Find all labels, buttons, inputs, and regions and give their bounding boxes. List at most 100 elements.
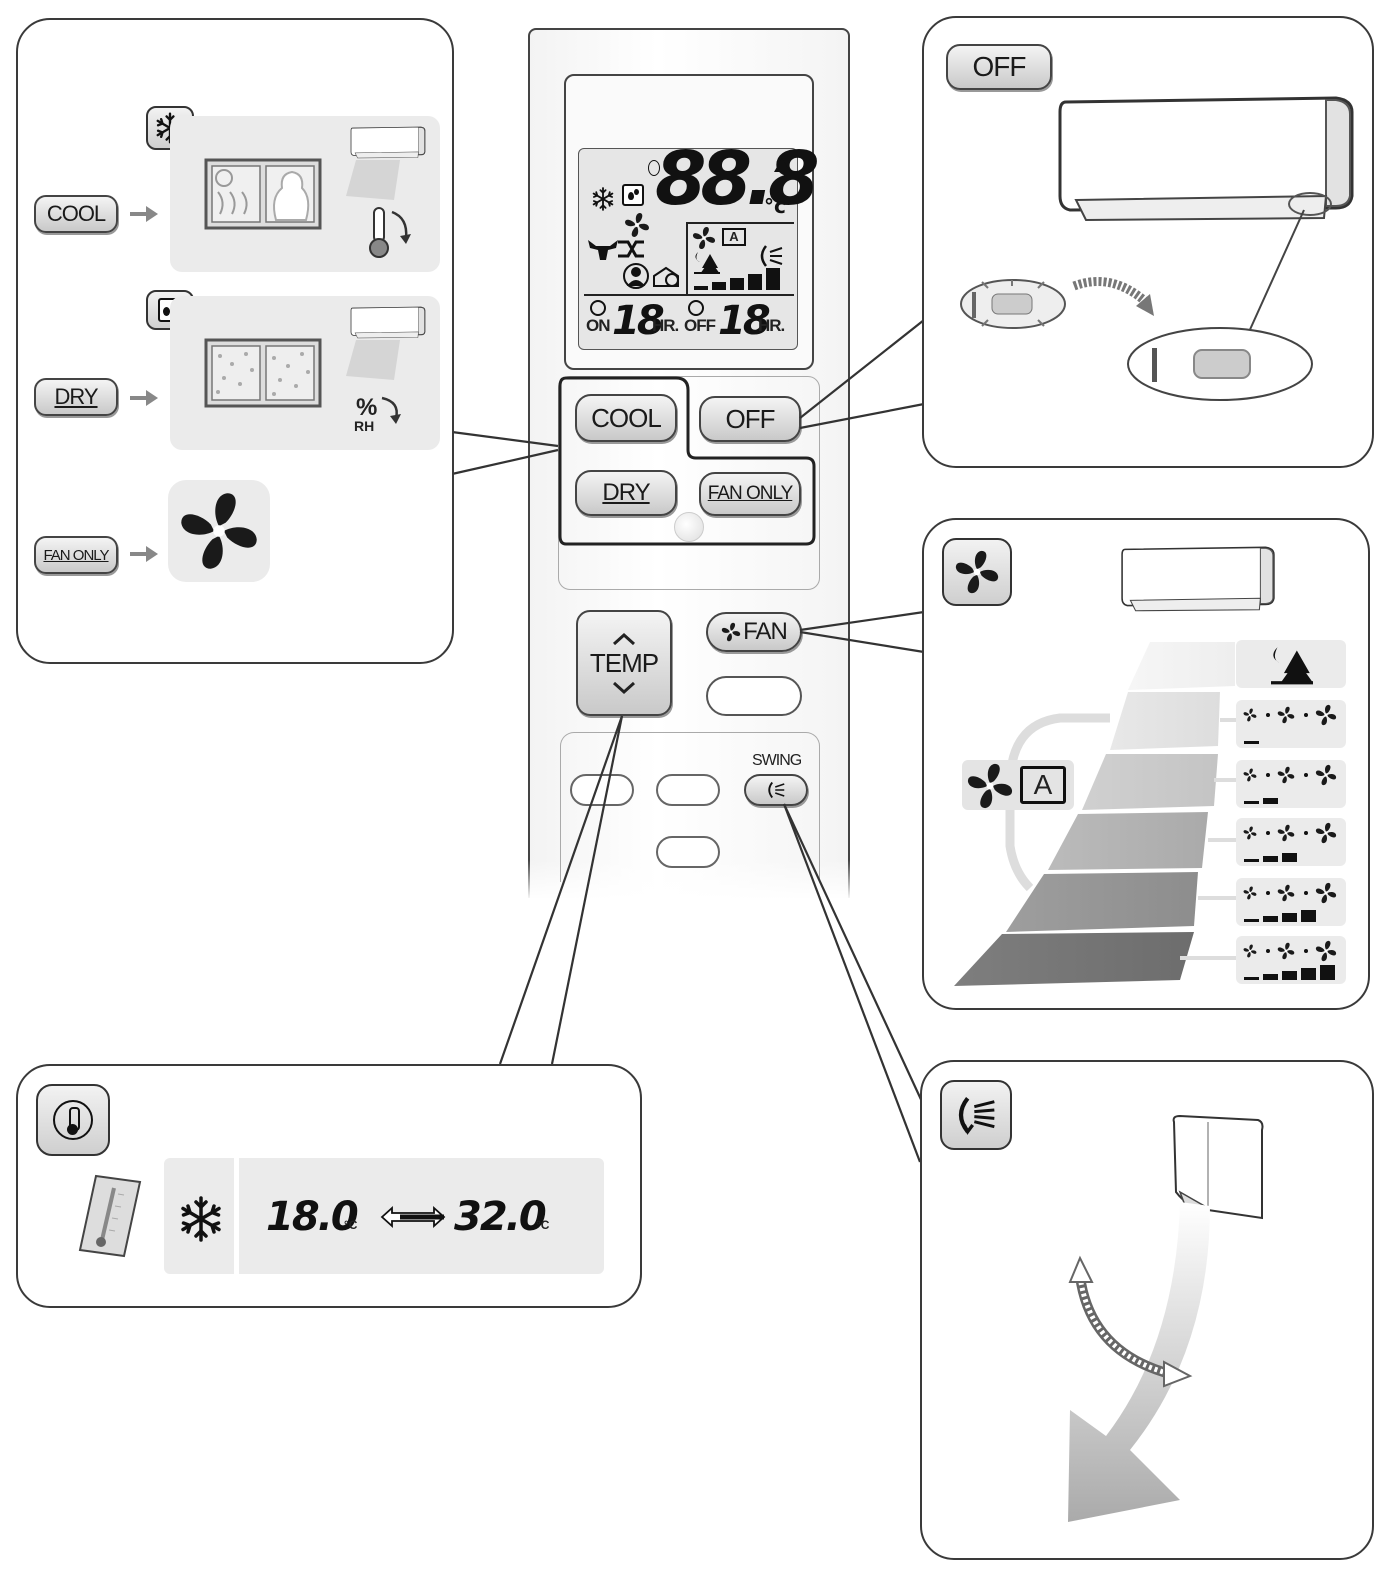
lcd-timer-off-label: OFF (684, 316, 716, 335)
remote-dry-button[interactable]: DRY (575, 470, 677, 516)
dry-humidity-down-arrow-icon (381, 396, 401, 424)
fan-speed-bar (1301, 968, 1316, 980)
cool-arrow-head (146, 206, 158, 222)
remote-cool-button[interactable]: COOL (575, 394, 677, 442)
remote-led-dot (674, 512, 704, 542)
fan-speed-bar (1282, 971, 1297, 980)
swing-airflow-arrow (1068, 1202, 1210, 1522)
lcd-house-icon (653, 266, 679, 287)
lcd-timer-on-clock-icon (590, 300, 606, 316)
fan-speed-badge-icon (942, 538, 1012, 606)
lcd-up-triangle-icon (774, 158, 790, 172)
off-lamp-off-icon (1127, 327, 1313, 401)
fan-speed-fan-icons (1243, 882, 1337, 904)
cool-arrow (130, 212, 148, 216)
fan-only-arrow-head (146, 546, 158, 562)
remote-swing-button[interactable] (744, 774, 808, 806)
remote-temp-button[interactable]: TEMP (576, 610, 672, 716)
fan-speed-bar (1301, 910, 1316, 922)
remote-blank-button-1[interactable] (706, 676, 802, 716)
swing-oscillation-arrow-icon (1068, 1255, 1193, 1388)
off-zoom-line (1247, 209, 1305, 335)
fan-speed-bands (954, 642, 1238, 986)
fan-speed-bar (1263, 974, 1278, 980)
lcd-timer-on-unit: HR. (652, 316, 679, 335)
lcd-powerful-icon (588, 240, 618, 260)
fan-speed-bar (1244, 741, 1259, 744)
lcd-quiet-icon (694, 252, 720, 274)
fan-speed-bar (1263, 798, 1278, 804)
lcd-timer-on-value: 18 (612, 298, 665, 344)
lcd-auto-box: A (722, 228, 746, 246)
lcd-timer-on-label: ON (586, 316, 610, 335)
lcd-thermometer-icon (648, 160, 660, 176)
lcd-timer-off-value: 18 (718, 298, 771, 344)
temp-snowflake-icon (181, 1196, 221, 1242)
remote-off-button[interactable]: OFF (699, 396, 801, 442)
temp-min-value: 18.0 (266, 1194, 359, 1240)
off-indicator-highlight (1288, 192, 1332, 216)
off-panel (922, 16, 1374, 468)
fan-ac-unit-illustration (1121, 546, 1275, 612)
lcd-timer-off-clock-icon (688, 300, 704, 316)
cool-mode-label: COOL (34, 195, 118, 233)
fan-speed-bar (1320, 965, 1335, 980)
remote-blank-button-3[interactable] (656, 774, 720, 806)
temp-down-chevron-icon[interactable] (611, 681, 637, 695)
fan-speed-fan-icons (1243, 822, 1337, 844)
fan-auto-letter: A (1020, 766, 1066, 804)
fan-speed-fan-icons (1243, 764, 1337, 786)
fan-speed-bar (1282, 913, 1297, 922)
lcd-person-icon (623, 263, 649, 289)
temp-range-arrow-icon (380, 1205, 446, 1229)
fan-speed-bar (1263, 856, 1278, 862)
fan-speed-bar (1244, 801, 1259, 804)
lcd-fan-speed-bars (694, 266, 784, 290)
lcd-temp-digits: 88.8 (655, 136, 820, 222)
dry-humidity-unit: RH (354, 418, 375, 434)
temp-up-chevron-icon[interactable] (611, 632, 637, 646)
remote-fan-only-button[interactable]: FAN ONLY (699, 472, 801, 516)
swing-button-icon (768, 781, 785, 799)
off-lamp-blinking-icon (960, 279, 1066, 329)
remote-blank-button-2[interactable] (570, 774, 634, 806)
off-transition-arrow (1072, 277, 1154, 316)
fan-speed-bar (1263, 916, 1278, 922)
dry-mode-label: DRY (34, 378, 118, 416)
lcd-screen (578, 148, 798, 350)
temp-divider (234, 1158, 239, 1274)
swing-badge-icon (940, 1080, 1012, 1150)
temp-max-unit: °C (536, 1218, 550, 1232)
dry-ac-unit-icon (350, 306, 426, 339)
cool-ac-unit-icon (350, 126, 426, 159)
cool-window-illustration (204, 158, 322, 230)
fan-speed-bar (1244, 919, 1259, 922)
temp-thermometer-card-icon (78, 1174, 142, 1258)
cool-airflow (346, 160, 400, 200)
mode-highlight-outline (558, 376, 816, 546)
off-label-badge: OFF (946, 44, 1052, 90)
lcd-swing-icon (760, 245, 783, 267)
lcd-dry-icon (622, 184, 644, 206)
temp-min-unit: °C (344, 1218, 358, 1232)
lcd-temp-unit: °c (764, 194, 786, 218)
lcd-timer-off-unit: HR. (758, 316, 785, 335)
dry-arrow (130, 396, 148, 400)
cool-thermometer-down-icon (369, 207, 411, 258)
dry-arrow-head (146, 390, 158, 406)
fan-auto-fan-icon (967, 763, 1013, 809)
dry-airflow (346, 340, 400, 380)
fan-speed-fan-icons (1243, 704, 1337, 726)
fan-speed-bar (1282, 853, 1297, 862)
lcd-econo-icon (618, 240, 644, 258)
fan-speed-bar (1244, 859, 1259, 862)
temp-badge-icon (36, 1084, 110, 1156)
lower-button-area (560, 732, 820, 882)
remote-blank-button-4[interactable] (656, 836, 720, 868)
fan-only-mode-label: FAN ONLY (34, 536, 118, 574)
dry-humidity-symbol: % (356, 394, 378, 421)
fan-only-arrow (130, 552, 148, 556)
fan-speed-bar (1244, 977, 1259, 980)
fan-only-fan-icon (181, 493, 257, 569)
swing-label: SWING (752, 752, 802, 769)
